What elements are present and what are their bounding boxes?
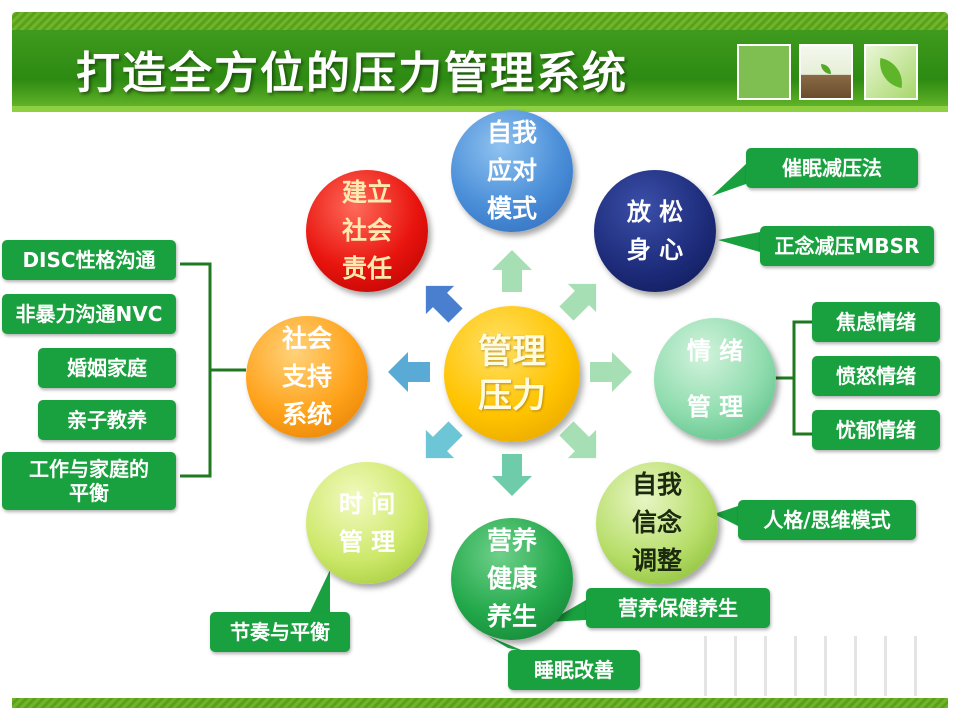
label-hypnosis: 催眠减压法 [746,148,918,188]
node-self-coping: 自我 应对 模式 [451,110,573,232]
sprout-thumbnail [799,44,853,100]
label-anxiety: 焦虑情绪 [812,302,940,342]
label-work-family: 工作与家庭的 平衡 [2,452,176,510]
label-disc: DISC性格沟通 [2,240,176,280]
label-depression: 忧郁情绪 [812,410,940,450]
node-social-responsibility: 建立 社会 责任 [306,170,428,292]
node-nutrition: 营养 健康 养生 [451,518,573,640]
bracket-emotions [774,320,812,436]
sprout-icon [821,64,831,74]
callout-pointer-hypnosis [712,164,746,196]
arrow-up-right [559,283,597,321]
node-self-belief: 自我 信念 调整 [596,462,718,584]
arrow-down [492,454,532,496]
arrow-down-left [425,421,463,459]
leaf-thumbnail [864,44,918,100]
arrow-up-left [425,285,463,323]
node-relax: 放 松 身 心 [594,170,716,292]
arrow-right [590,352,632,392]
callout-pointer-rhythm [310,570,330,612]
label-parenting: 亲子教养 [38,400,176,440]
label-marriage: 婚姻家庭 [38,348,176,388]
callout-pointer-personality [714,506,738,526]
label-sleep: 睡眠改善 [508,650,640,690]
label-rhythm: 节奏与平衡 [210,612,350,652]
label-personality: 人格/思维模式 [738,500,916,540]
node-time-management: 时 间 管 理 [306,462,428,584]
callout-pointer-mbsr [718,232,760,252]
arrow-left [388,352,430,392]
page-title: 打造全方位的压力管理系统 [76,48,628,99]
decor-thumbnail-green [737,44,791,100]
label-anger: 愤怒情绪 [812,356,940,396]
node-emotion: 情 绪 管 理 [654,318,776,440]
bottom-stripe-bar [12,698,948,708]
arrow-down-right [559,421,597,459]
label-nvc: 非暴力沟通NVC [2,294,176,334]
node-social-support: 社会 支持 系统 [246,316,368,438]
top-stripe-bar [12,12,948,30]
label-mbsr: 正念减压MBSR [760,226,934,266]
callout-pointer-sleep [488,636,526,652]
label-nutrition-care: 营养保健养生 [586,588,770,628]
center-manage-pressure: 管理 压力 [444,306,580,442]
bracket-social-support [180,262,246,478]
decorative-plants [690,636,940,696]
title-band [12,30,948,112]
arrow-up [492,250,532,292]
